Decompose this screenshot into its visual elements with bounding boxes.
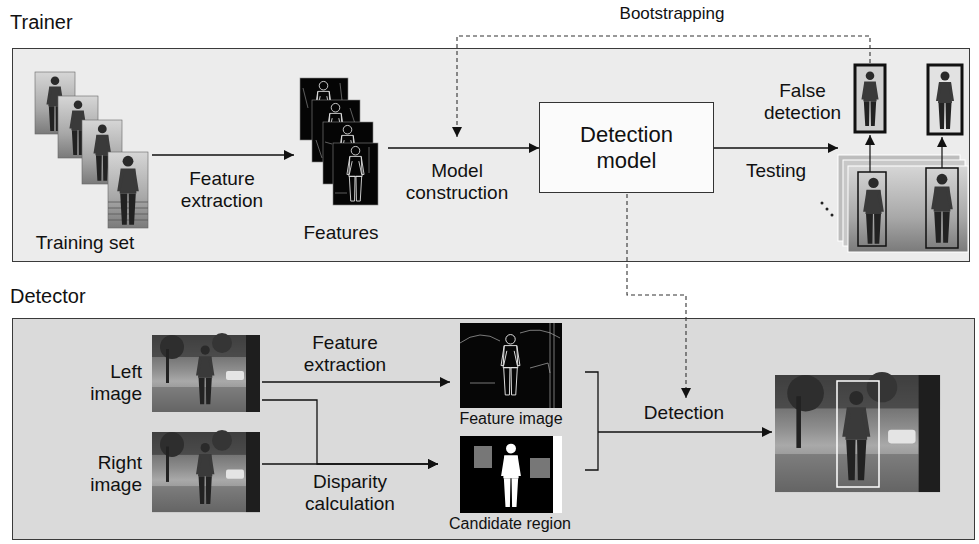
test-images: False detection (838, 62, 970, 254)
edge-label: Feature extraction (166, 168, 278, 212)
text-slot: False detection (755, 80, 850, 124)
text-slot: Feature extraction (166, 168, 278, 212)
node-label: Left image (66, 361, 142, 405)
detector-panel: Left imageRight image Feature imageCandid… (12, 318, 975, 540)
stereo-photos (152, 333, 260, 512)
annotation: Bootstrapping (602, 4, 742, 24)
test-images (821, 135, 969, 252)
node-label: Training set (18, 232, 152, 254)
node-label: False detection (755, 80, 850, 124)
text-slot: Candidate region (438, 515, 582, 533)
text-slot: Detection model (557, 122, 697, 173)
bootstrapping-loop (457, 36, 870, 137)
node-label: Trainer (10, 11, 150, 34)
node-label: Features (294, 222, 388, 244)
feature-images: Features (294, 76, 388, 248)
node-label: Feature image (450, 410, 572, 428)
flow-arrow (262, 400, 438, 464)
text-slot: Detector (10, 285, 150, 308)
flow-arrow (262, 381, 450, 382)
text-slot: Feature extraction (289, 332, 401, 376)
text-slot: Testing (736, 160, 816, 182)
edge-label: Testing (736, 160, 816, 182)
false-detection-crops (855, 65, 962, 134)
node-label: Candidate region (438, 515, 582, 533)
candidate-region-image: Candidate region (438, 434, 582, 539)
flow-arrow (714, 147, 838, 148)
text-slot: Model construction (392, 160, 522, 204)
text-slot: Detection (629, 402, 739, 424)
feature-photos (300, 78, 378, 205)
feature-image: Feature image (450, 321, 572, 432)
flow-arrow (262, 463, 438, 464)
edge-feature-photo (460, 323, 562, 408)
merge-bracket (585, 372, 772, 470)
text-slot: Features (294, 222, 388, 244)
result-photo (775, 372, 940, 492)
text-slot: Training set (18, 232, 152, 254)
flow-arrow (152, 154, 294, 155)
text-slot: Right image (66, 452, 142, 496)
node-label: Detection model (557, 122, 697, 173)
node-label: Right image (66, 452, 142, 496)
stereo-image: Left image (66, 333, 262, 414)
model-feed-line (627, 194, 686, 398)
disparity-photo (460, 436, 562, 513)
text-slot: Left image (66, 361, 142, 405)
text-slot: Disparity calculation (285, 471, 415, 515)
trainer-panel: Training set Features Detection model False… (12, 48, 970, 262)
text-slot: Trainer (10, 11, 150, 34)
process-box: Detection model (539, 102, 714, 193)
annotation: Detection (629, 402, 739, 424)
edge-label: Feature extraction (289, 332, 401, 376)
training-set-images: Training set (18, 68, 152, 258)
edge-label: Disparity calculation (285, 471, 415, 515)
training-photos (35, 72, 148, 228)
stereo-image: Right image (66, 430, 262, 514)
text-slot: Feature image (450, 410, 572, 428)
flow-arrow (388, 147, 539, 148)
node-label: Detector (10, 285, 150, 308)
edge-label: Model construction (392, 160, 522, 204)
text-slot: Bootstrapping (602, 4, 742, 24)
